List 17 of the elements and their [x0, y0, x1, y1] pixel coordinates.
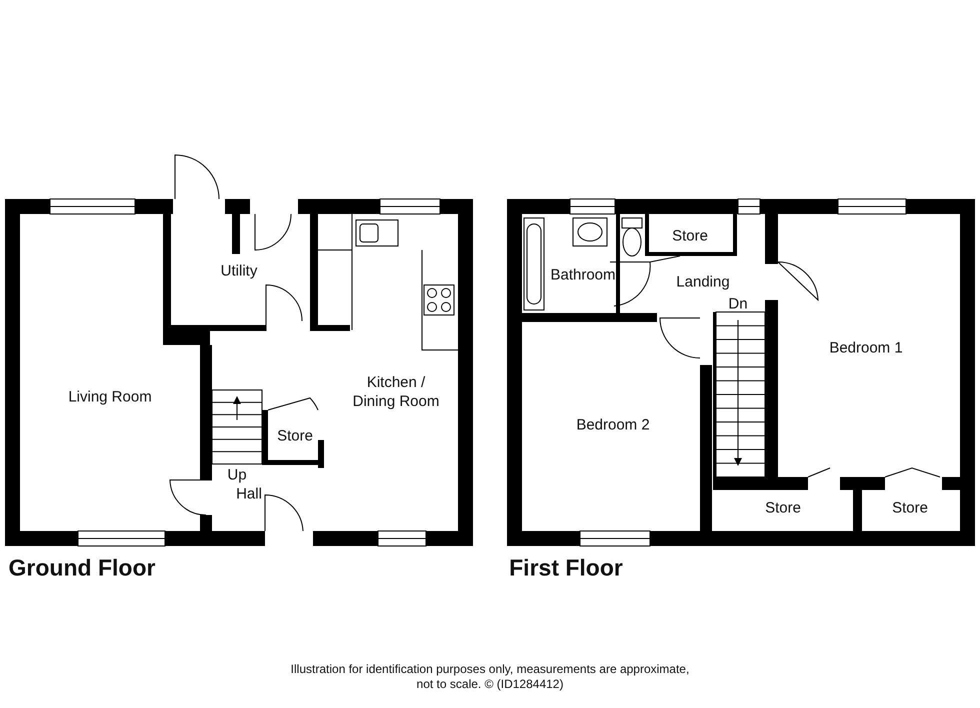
- room-name: Landing: [675, 272, 731, 292]
- room-name: Living Room: [67, 388, 153, 406]
- room-name: Store: [671, 226, 709, 246]
- room-name: Bedroom 1: [828, 338, 904, 358]
- floor-title: Ground Floor: [8, 554, 156, 582]
- stair-direction-label: Dn: [728, 296, 748, 312]
- room-name: Bathroom: [549, 266, 617, 284]
- disclaimer-note: Illustration for identification purposes only, measurements are approximate, not to scale. © (ID1284412): [290, 662, 690, 692]
- room-name: Kitchen / Dining Room: [352, 373, 440, 411]
- room-name: Store: [276, 426, 314, 446]
- room-name: Hall: [235, 484, 263, 504]
- room-name: Store: [891, 498, 929, 518]
- room-name: Store: [764, 498, 802, 518]
- room-name: Bedroom 2: [575, 416, 651, 434]
- room-name: Utility: [220, 262, 258, 280]
- floor-title: First Floor: [509, 554, 623, 582]
- stair-direction-label: Up: [227, 466, 247, 484]
